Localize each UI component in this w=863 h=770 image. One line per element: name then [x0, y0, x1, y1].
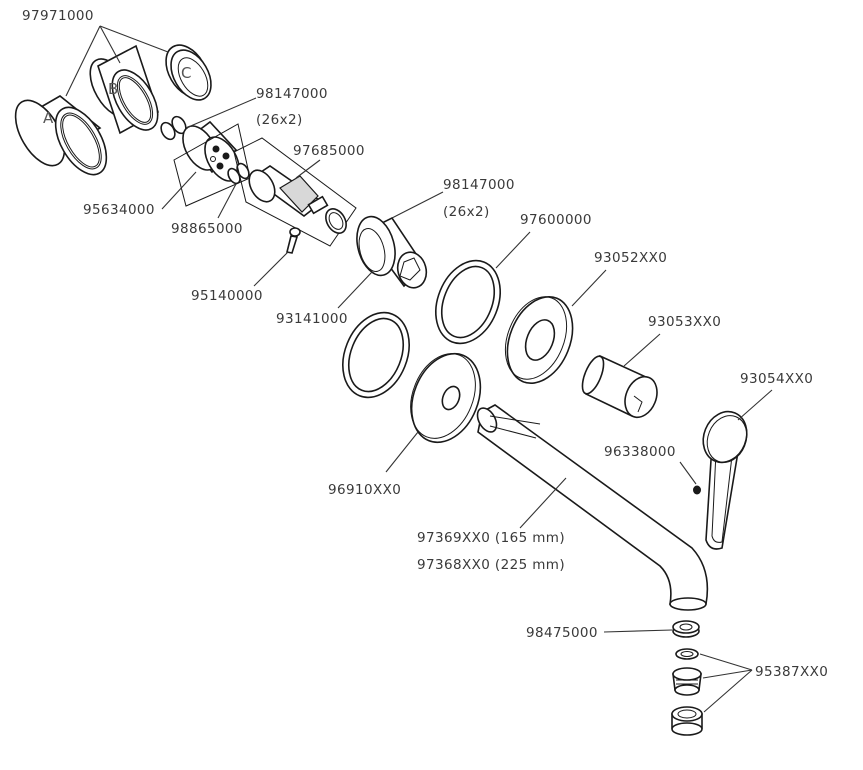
seal-98475000: [672, 620, 700, 638]
label-93054xx0: 93054XX0: [740, 371, 813, 387]
sleeve-a: A: [14, 95, 108, 176]
rosette-93052xx0: [504, 295, 574, 385]
sleeve-letter-a: A: [43, 109, 54, 127]
label-95634000: 95634000: [83, 202, 155, 218]
label-93052xx0: 93052XX0: [594, 250, 667, 266]
sleeve-letter-c: C: [181, 64, 191, 82]
handle-93053xx0: [581, 354, 658, 419]
label-97368xx0: 97368XX0 (225 mm): [417, 557, 565, 573]
sleeve-c: C: [165, 44, 212, 101]
label-97971000: 97971000: [22, 8, 94, 24]
label-26x2-top: (26x2): [256, 112, 303, 128]
sleeve-letter-b: B: [108, 80, 118, 98]
label-93141000: 93141000: [276, 311, 348, 327]
label-98865000: 98865000: [171, 221, 243, 237]
label-98147000-mid: 98147000: [443, 177, 515, 193]
screw-95140000: [286, 227, 301, 254]
aerator-set-95387xx0: [671, 648, 703, 736]
o-ring-97600000: [435, 259, 501, 345]
set-screw-96338000: [693, 485, 701, 495]
o-rings-top: [160, 115, 187, 141]
label-97600000: 97600000: [520, 212, 592, 228]
extension-93141000: [356, 215, 428, 289]
label-95140000: 95140000: [191, 288, 263, 304]
gasket-ring: [342, 311, 410, 399]
rosette-96910xx0: [410, 352, 482, 444]
label-93053xx0: 93053XX0: [648, 314, 721, 330]
label-95387xx0: 95387XX0: [755, 664, 828, 680]
thermostatic-cartridge: [248, 165, 347, 234]
label-98147000-top: 98147000: [256, 86, 328, 102]
label-96910xx0: 96910XX0: [328, 482, 401, 498]
label-96338000: 96338000: [604, 444, 676, 460]
lever-handle-93054xx0: [702, 410, 748, 550]
label-97369xx0: 97369XX0 (165 mm): [417, 530, 565, 546]
label-26x2-mid: (26x2): [443, 204, 490, 220]
label-97685000: 97685000: [293, 143, 365, 159]
sleeve-b: B: [89, 44, 159, 135]
spout: [476, 404, 709, 611]
label-98475000: 98475000: [526, 625, 598, 641]
